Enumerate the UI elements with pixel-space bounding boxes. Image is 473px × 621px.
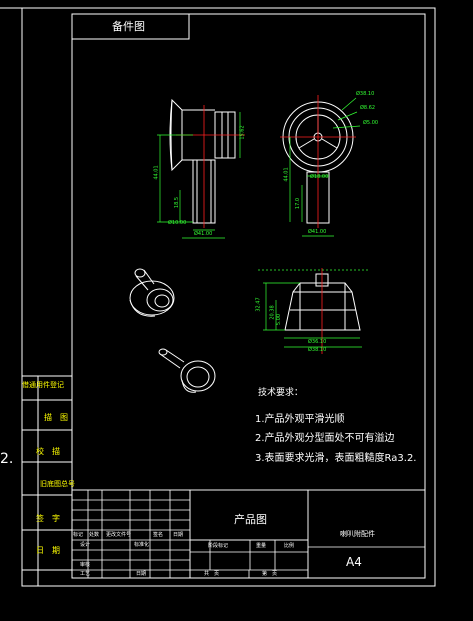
side-label-date: 日 期 <box>36 546 60 555</box>
row-label-mark: 标记 <box>73 532 84 538</box>
part-name: 喇叭附配件 <box>340 530 375 538</box>
tech-note-1: 1.产品外观平滑光顺 <box>255 414 345 425</box>
process-date-label: 日期 <box>136 571 147 577</box>
dim-front-bottom-outer: Ø41.00 <box>194 231 213 237</box>
dim-side-d3: Ø5.00 <box>363 120 379 126</box>
sheet-size: A4 <box>346 555 362 569</box>
drawing-number-label: 备件图 <box>112 20 145 33</box>
row-label-change-doc: 更改文件号 <box>106 532 132 538</box>
isometric-view-bottom <box>158 348 216 393</box>
weight-label: 重量 <box>256 543 267 549</box>
section-view <box>258 268 370 354</box>
title-block <box>71 489 426 579</box>
header-box <box>71 13 190 40</box>
side-panel <box>22 375 72 586</box>
dim-section-d-inner: Ø36.10 <box>308 339 327 345</box>
front-view <box>157 98 245 239</box>
side-label-base-number: 旧底图总号 <box>40 480 75 488</box>
dim-front-bottom-inner: Ø10.00 <box>168 220 187 226</box>
dim-side-mid: 17.0 <box>295 197 302 210</box>
side-label-check: 校 描 <box>36 447 60 456</box>
sheet-total-label: 共 页 <box>204 571 220 577</box>
side-label-trace: 描 图 <box>44 413 68 422</box>
isometric-view-top <box>129 268 175 317</box>
title-block-center-title: 产品图 <box>234 513 267 526</box>
tech-note-2: 2.产品外观分型面处不可有溢边 <box>255 433 395 444</box>
dim-section-inner: 20.38 <box>269 305 276 320</box>
row-label-count: 处数 <box>89 532 100 538</box>
edge-text: 2. <box>0 451 14 467</box>
standard-label: 标准化 <box>134 542 150 548</box>
side-view <box>280 95 361 237</box>
stage-label: 阶段标记 <box>208 543 229 549</box>
review-label: 审核 <box>80 562 91 568</box>
dim-section-small: 5.00 <box>276 313 283 326</box>
tech-note-3: 3.表面要求光滑，表面粗糙度Ra3.2. <box>255 453 417 464</box>
dim-section-height: 32.47 <box>255 297 262 312</box>
dim-side-d2: Ø8.62 <box>360 105 376 111</box>
outer-frame <box>21 7 436 587</box>
dim-front-mid: 18.5 <box>174 196 181 209</box>
dim-side-d1: Ø38.10 <box>356 91 375 97</box>
dim-side-height: 44.01 <box>283 167 290 182</box>
dim-front-right: 15.62 <box>239 125 246 140</box>
dim-section-d-outer: Ø38.10 <box>308 347 327 353</box>
row-label-sign: 签名 <box>153 532 164 538</box>
row-label-date: 日期 <box>173 532 184 538</box>
page-label: 第 页 <box>262 571 278 577</box>
dim-front-height: 44.01 <box>153 165 160 180</box>
process-label: 工艺 <box>80 571 91 577</box>
side-label-register: 借通用件登记 <box>22 381 64 389</box>
scale-label: 比例 <box>284 543 295 549</box>
dim-side-bottom: Ø41.00 <box>308 229 327 235</box>
side-label-signature: 签 字 <box>36 514 60 523</box>
tech-notes-title: 技术要求： <box>258 388 304 398</box>
dim-side-hub: Ø18.00 <box>310 174 329 180</box>
designer-label: 设计 <box>80 542 91 548</box>
